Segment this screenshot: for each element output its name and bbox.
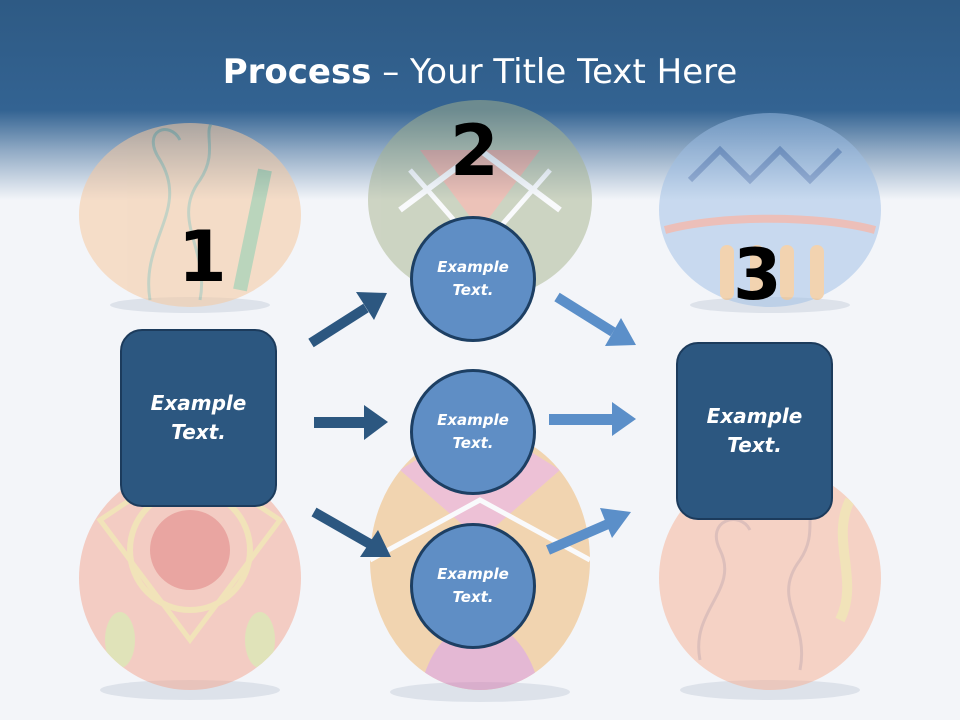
step-box-left: Example Text.: [120, 329, 277, 507]
step-circle-middle: Example Text.: [410, 369, 536, 495]
arrow-middle-to-right: [549, 402, 636, 436]
egg-bottom-right: [659, 466, 881, 690]
step-box-right: Example Text.: [676, 342, 833, 520]
title-rest: – Your Title Text Here: [371, 52, 738, 92]
arrow-left-to-top: [308, 292, 387, 348]
step-circle-top: Example Text.: [410, 216, 536, 342]
arrow-left-to-bottom: [311, 507, 391, 557]
arrow-top-to-right: [554, 292, 636, 346]
egg-bottom-left: [79, 466, 301, 690]
step-number-3: 3: [733, 234, 782, 316]
arrow-bottom-to-right: [546, 508, 631, 555]
step-number-1: 1: [178, 216, 227, 298]
step-number-2: 2: [450, 110, 499, 192]
title-bold: Process: [222, 52, 372, 92]
arrow-left-to-middle: [314, 405, 388, 440]
egg-top-right: [659, 113, 881, 307]
step-circle-bottom: Example Text.: [410, 523, 536, 649]
page-title: Process – Your Title Text Here: [0, 52, 960, 92]
egg-top-left: [79, 123, 301, 307]
